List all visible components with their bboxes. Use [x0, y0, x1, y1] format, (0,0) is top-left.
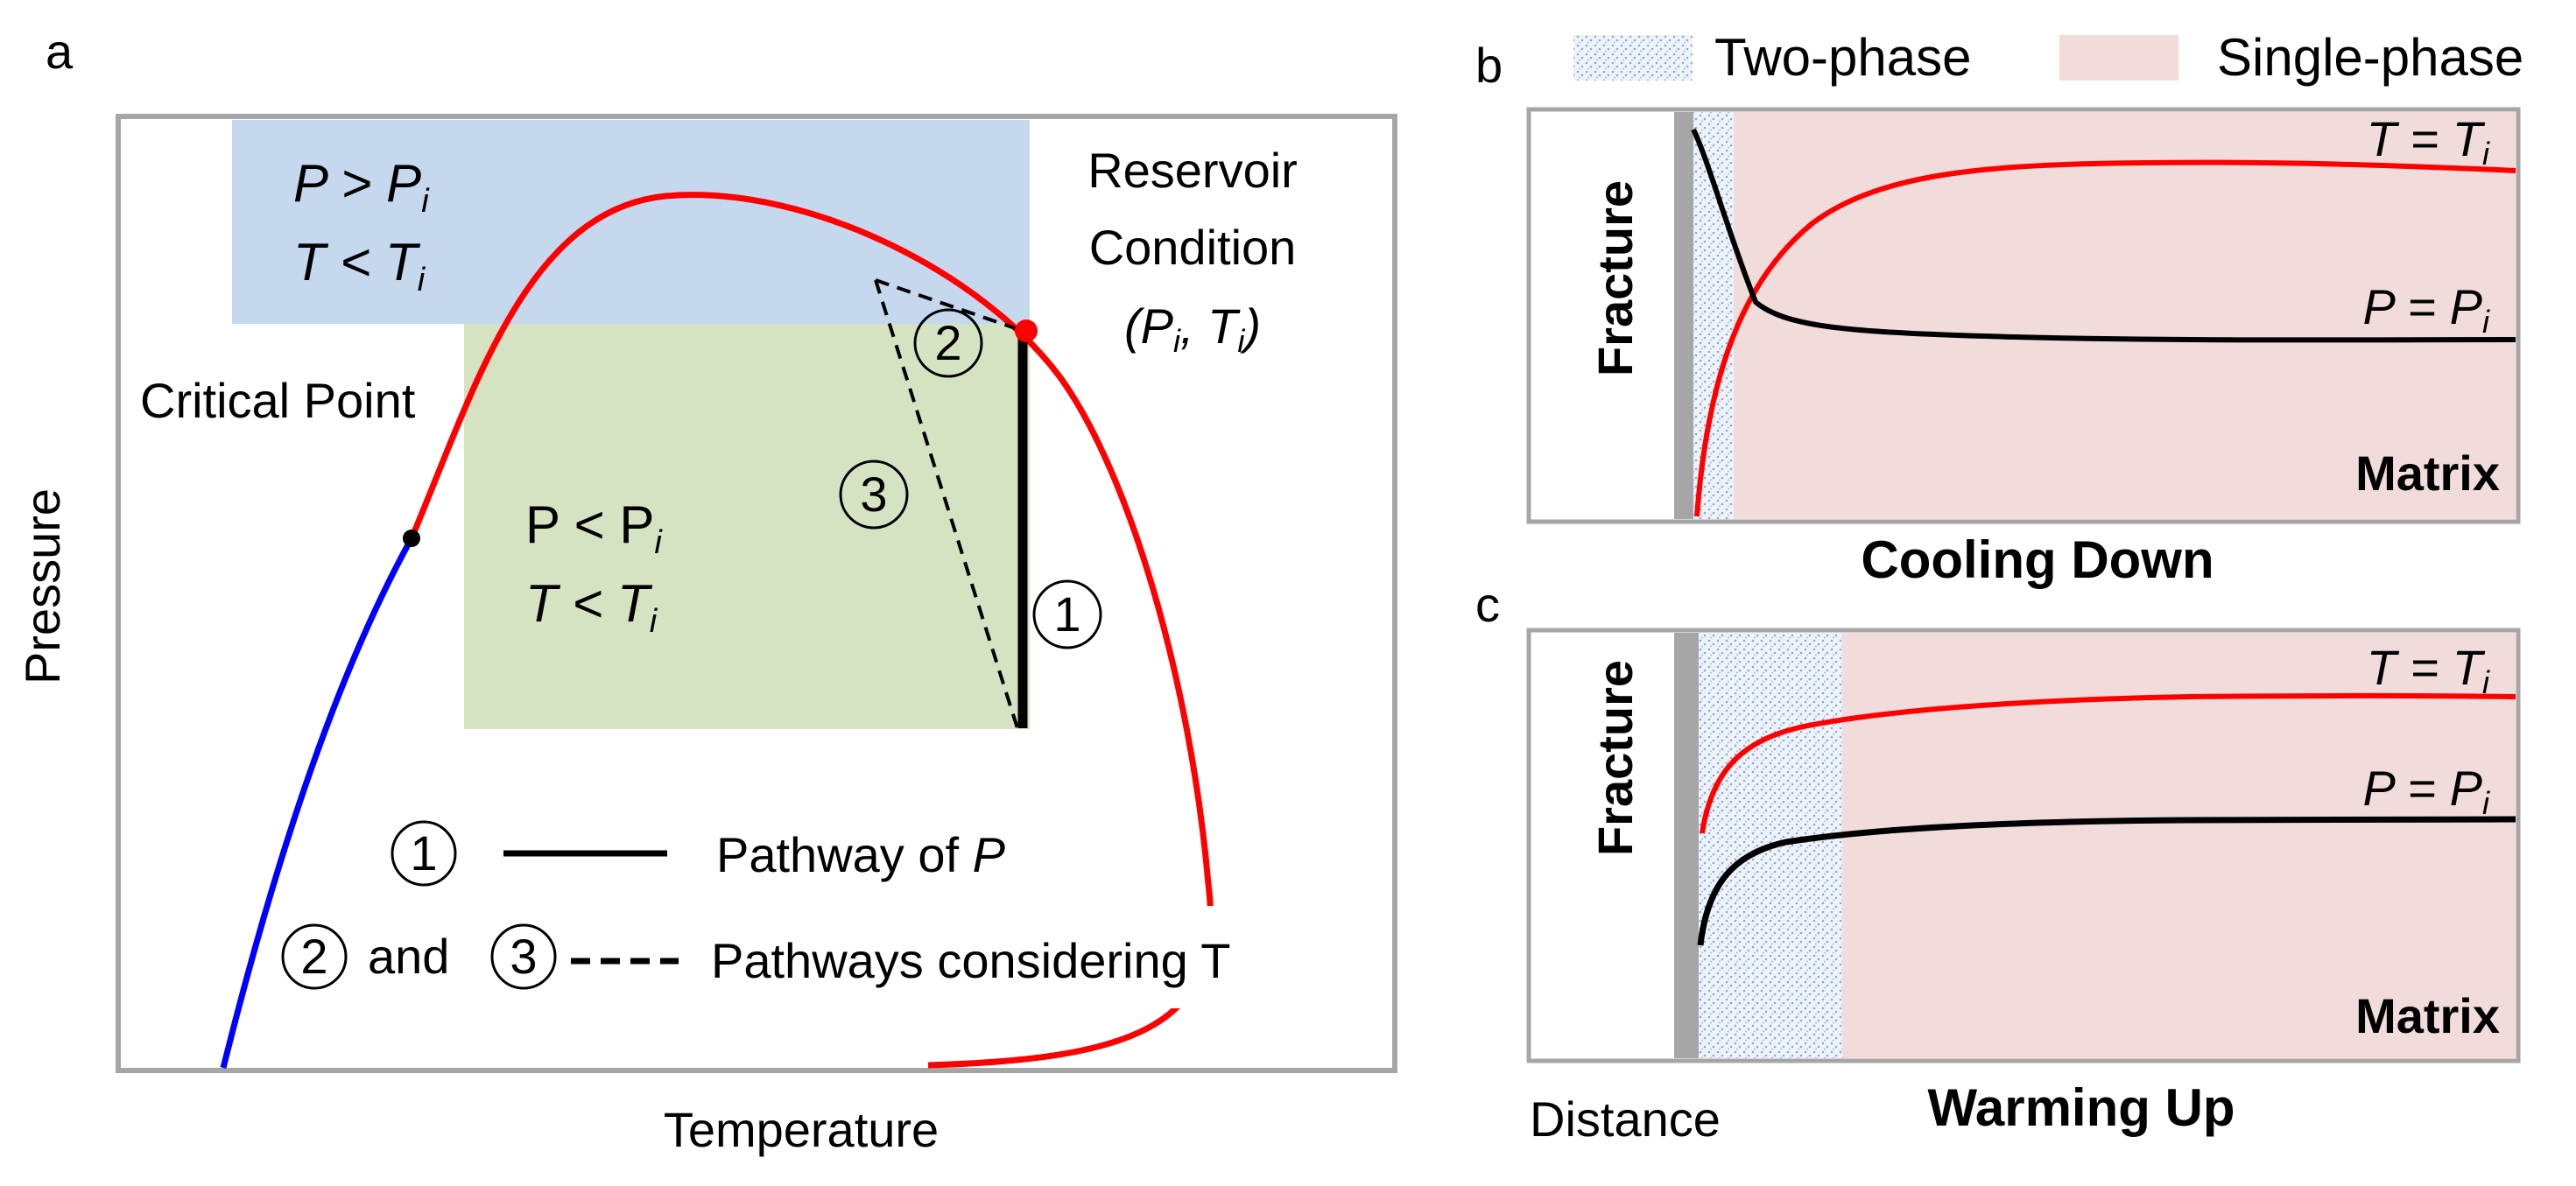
high-region-pressure-label: P > Pi: [293, 154, 430, 220]
legend-dashed-symbol-3: 3: [490, 923, 557, 990]
panel-b-label: b: [1475, 38, 1503, 93]
y-axis-label: Pressure: [15, 488, 70, 684]
reservoir-point-marker: [1015, 319, 1038, 342]
reservoir-label-line2: Condition: [1089, 220, 1297, 275]
svg-text:3: 3: [510, 929, 537, 984]
pathway-3-line: [874, 279, 1019, 729]
panel-c-pressure-curve: [1697, 816, 2516, 946]
panel-c-label: c: [1475, 577, 1500, 632]
reservoir-label-line3: (Pi, Ti): [1124, 298, 1261, 359]
critical-point-marker: [403, 530, 420, 547]
legend-solid-symbol: 1: [391, 820, 457, 887]
reservoir-label-line1: Reservoir: [1087, 143, 1298, 198]
legend-and-text: and: [368, 929, 449, 984]
panel-c-fracture-wall: [1674, 633, 1699, 1058]
legend-dashed-symbol-2: 2: [281, 923, 348, 990]
low-pressure-region: [464, 324, 1030, 729]
panel-b-fracture-label: Fracture: [1587, 180, 1643, 376]
two-phase-swatch: [1573, 35, 1693, 81]
panel-b-pressure-label: P = Pi: [2363, 279, 2490, 340]
single-phase-label: Single-phase: [2217, 28, 2523, 87]
panel-c-single-phase-zone: [1842, 633, 2516, 1058]
svg-text:1: 1: [410, 825, 437, 881]
pathway-2-line: [875, 278, 1024, 333]
svg-text:2: 2: [300, 929, 327, 984]
panel-b-temperature-curve: [1694, 159, 2516, 517]
low-region-pressure-label: P < Pi: [525, 495, 663, 561]
panel-b-two-phase-zone: [1693, 112, 1734, 519]
pathway-2-marker: 2: [913, 308, 983, 378]
panel-c-temperature-label: T = Ti: [2367, 640, 2490, 700]
panel-b-matrix-label: Matrix: [2355, 446, 2500, 501]
panel-c-matrix-label: Matrix: [2355, 988, 2500, 1043]
x-axis-label: Temperature: [664, 1102, 939, 1157]
high-region-temperature-label: T < Ti: [293, 233, 426, 298]
two-phase-label: Two-phase: [1714, 28, 1972, 87]
panel-c-distance-label: Distance: [1530, 1091, 1721, 1147]
panel-b-temperature-label: T = Ti: [2367, 111, 2490, 172]
panel-b-caption: Cooling Down: [1861, 530, 2214, 589]
legend-dashed-text: Pathways considering T: [711, 933, 1231, 988]
legend-solid-text: Pathway of P: [716, 827, 1005, 882]
panel-c-temperature-curve: [1700, 692, 2516, 834]
pathway-1-marker: 1: [1032, 579, 1102, 649]
high-pressure-region: [232, 120, 1030, 324]
svg-text:2: 2: [934, 315, 961, 370]
low-region-temperature-label: T < Ti: [525, 574, 658, 640]
panel-c-pressure-label: P = Pi: [2363, 761, 2490, 821]
svg-text:3: 3: [860, 467, 887, 522]
dew-point-curve: [220, 537, 415, 1069]
panel-c-fracture-label: Fracture: [1587, 660, 1643, 856]
critical-point-label: Critical Point: [140, 373, 416, 428]
panel-b-fracture-wall: [1674, 112, 1693, 519]
panel-c-caption: Warming Up: [1927, 1078, 2235, 1137]
panel-b-pressure-curve: [1691, 128, 2516, 343]
svg-text:1: 1: [1053, 586, 1080, 642]
panel-b-single-phase-zone: [1734, 112, 2516, 519]
pathway-3-marker: 3: [839, 460, 909, 530]
single-phase-swatch: [2059, 35, 2178, 81]
panel-a-label: a: [46, 24, 74, 79]
legend-box: [692, 906, 1378, 1008]
